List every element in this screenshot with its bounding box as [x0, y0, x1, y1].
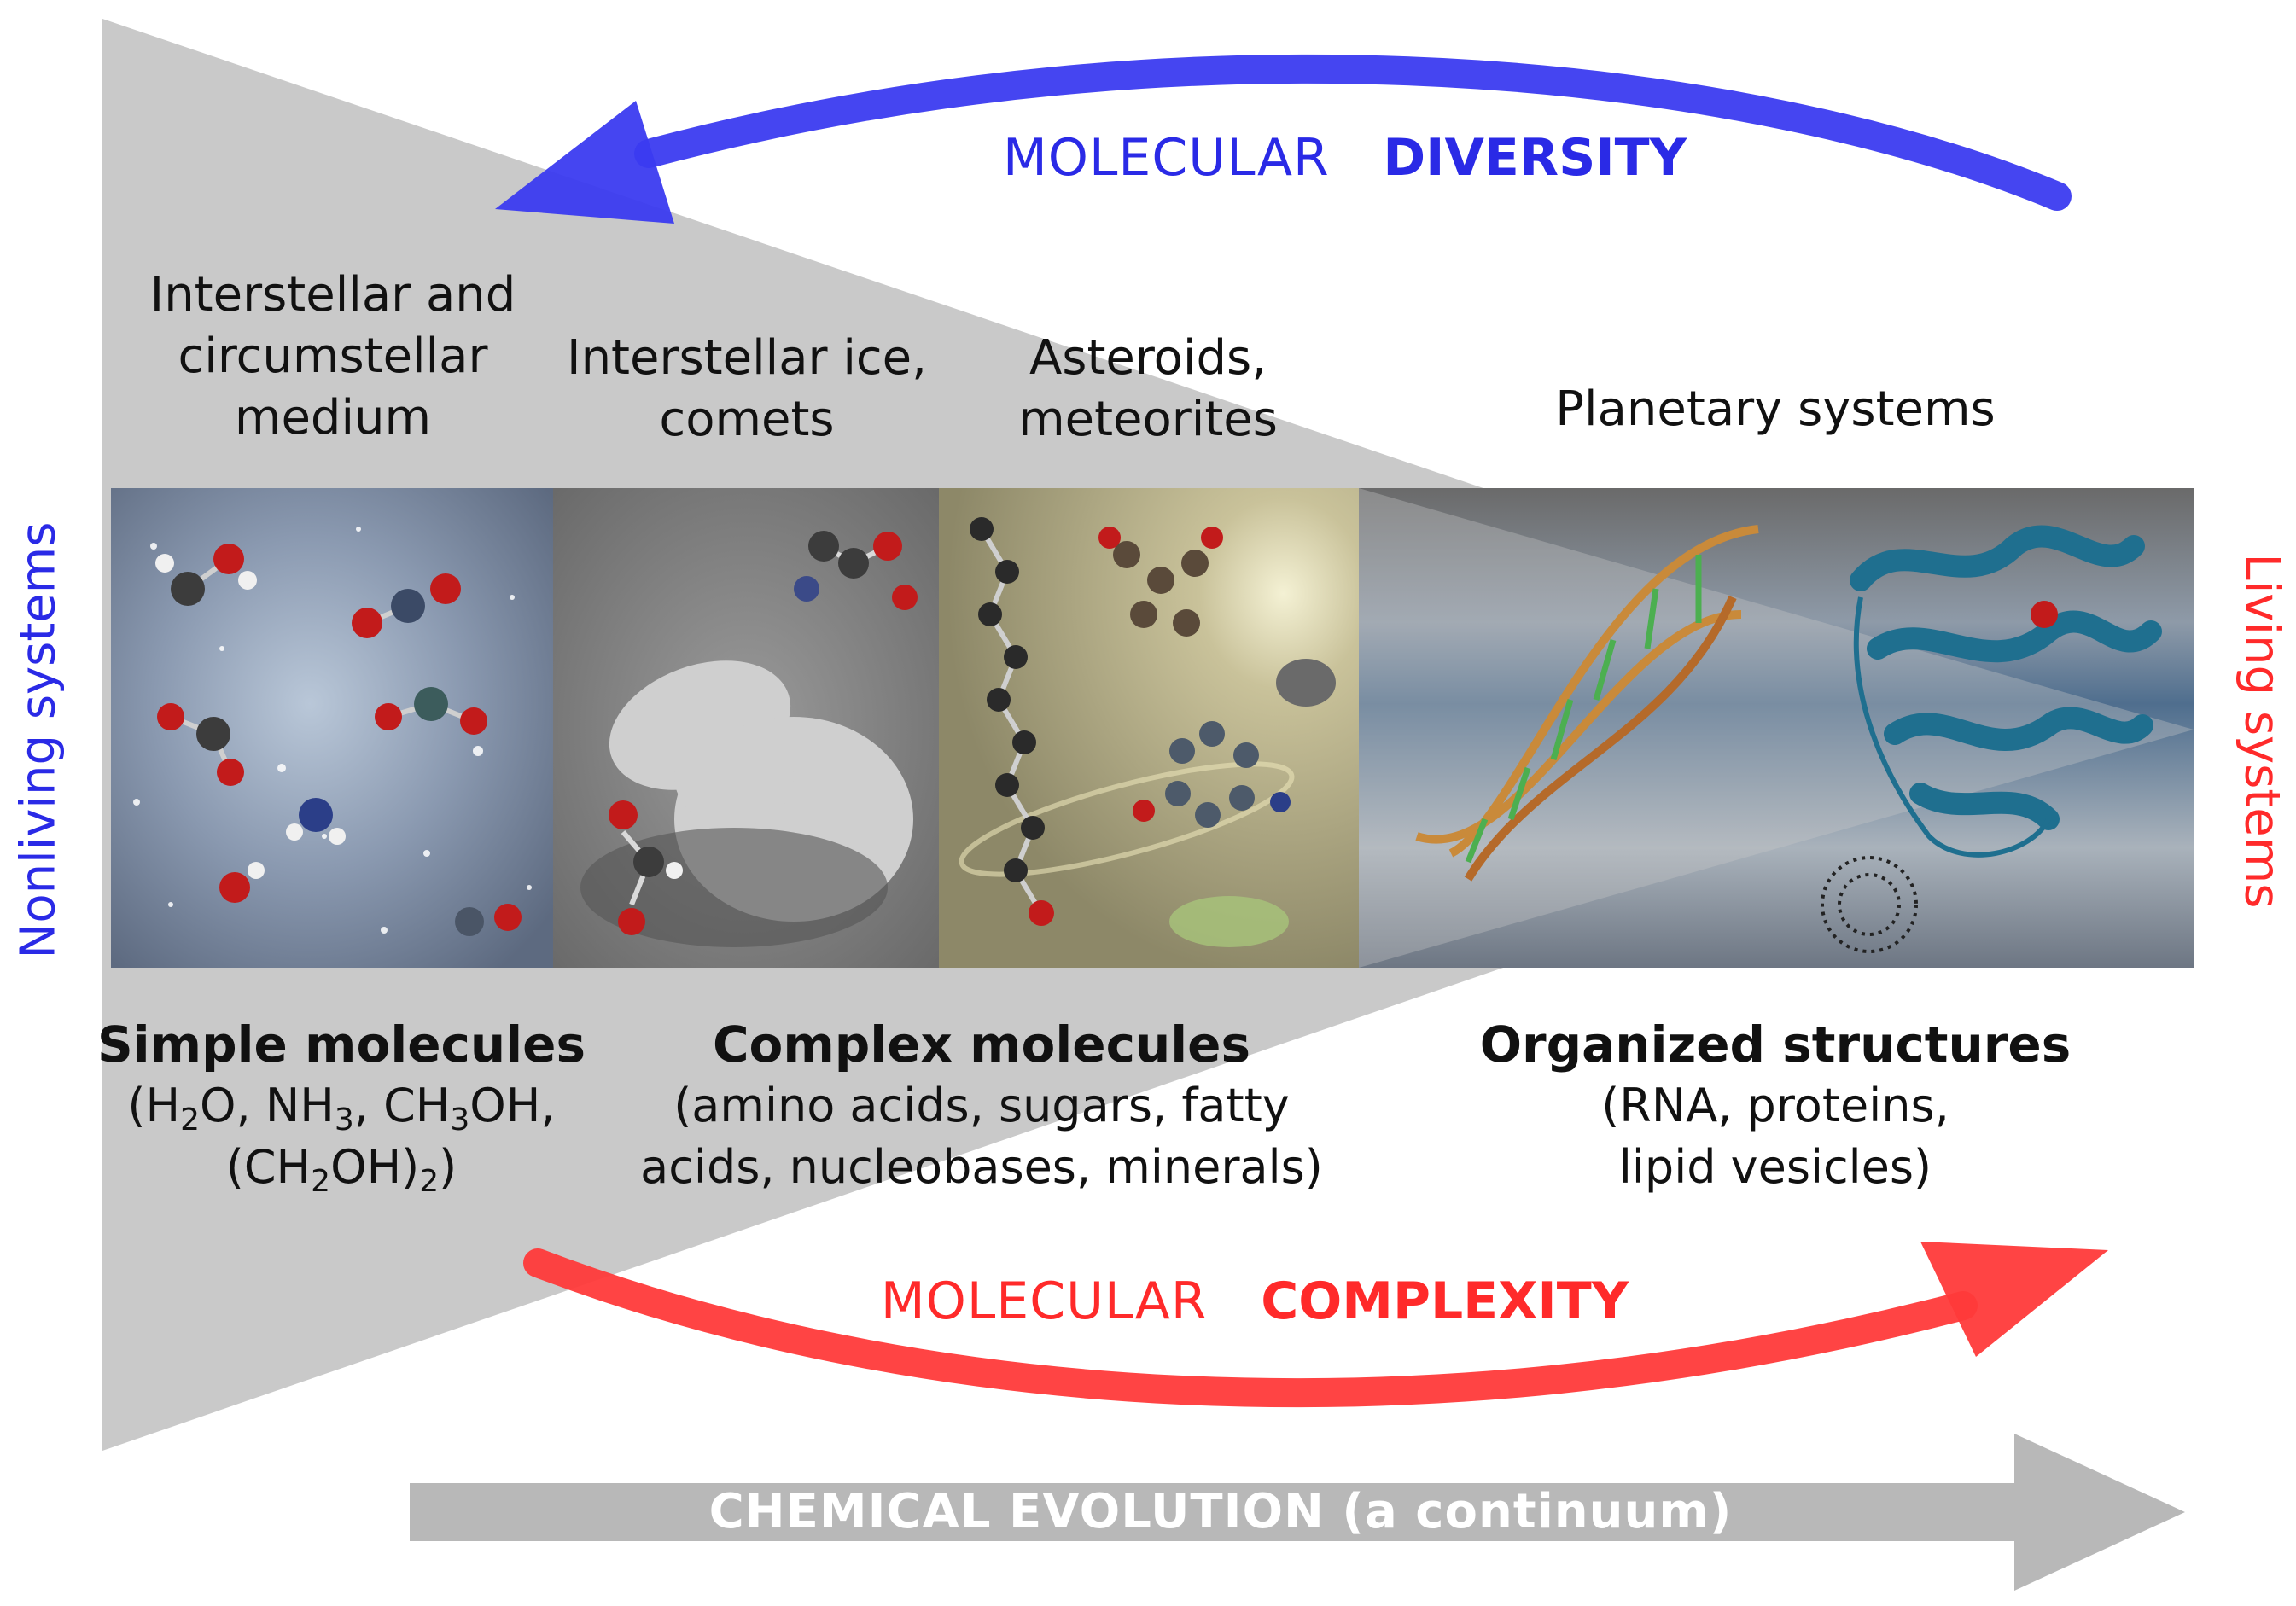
region-interstellar-ice-comets: Interstellar ice, comets [567, 330, 927, 447]
living-systems-label: Living systems [2234, 553, 2290, 909]
complexity-word-complexity: COMPLEXITY [1261, 1271, 1629, 1331]
chemical-evolution-label: CHEMICAL EVOLUTION (a continuum) [708, 1484, 1733, 1539]
diversity-word-diversity: DIVERSITY [1383, 128, 1687, 188]
diversity-word-molecular: MOLECULAR [1003, 128, 1330, 188]
lipid-vesicle [1821, 856, 1918, 953]
category-simple-molecules: Simple molecules (H2O, NH3, CH3OH, (CH2O… [85, 1014, 597, 1198]
evolution-arrow-body [410, 1483, 2031, 1541]
region-planetary-systems: Planetary systems [1555, 381, 1996, 437]
diversity-label: MOLECULAR DIVERSITY [1003, 128, 1687, 188]
category-complex-molecules: Complex molecules (amino acids, sugars, … [640, 1015, 1323, 1194]
protein-structure [1850, 525, 2162, 830]
simple-formulas-line2: (CH2OH)2) [225, 1140, 457, 1199]
complexity-word-molecular: MOLECULAR [880, 1271, 1208, 1331]
category-organized-structures: Organized structures (RNA, proteins, lip… [1479, 1015, 2072, 1194]
nonliving-systems-label: Nonliving systems [10, 521, 67, 959]
diversity-arrowhead [495, 101, 674, 224]
complexity-label: MOLECULAR COMPLEXITY [871, 1271, 1639, 1331]
diversity-arrow-body [634, 54, 2072, 211]
simple-formulas-line1: (H2O, NH3, CH3OH, [127, 1079, 556, 1138]
complexity-arrow-body [523, 1248, 1978, 1408]
evolution-arrowhead [2014, 1434, 2185, 1591]
complexity-arrowhead [1920, 1242, 2108, 1357]
region-interstellar-medium: Interstellar and circumstellar medium [149, 267, 516, 445]
region-asteroids-meteorites: Asteroids, meteorites [1018, 330, 1278, 447]
